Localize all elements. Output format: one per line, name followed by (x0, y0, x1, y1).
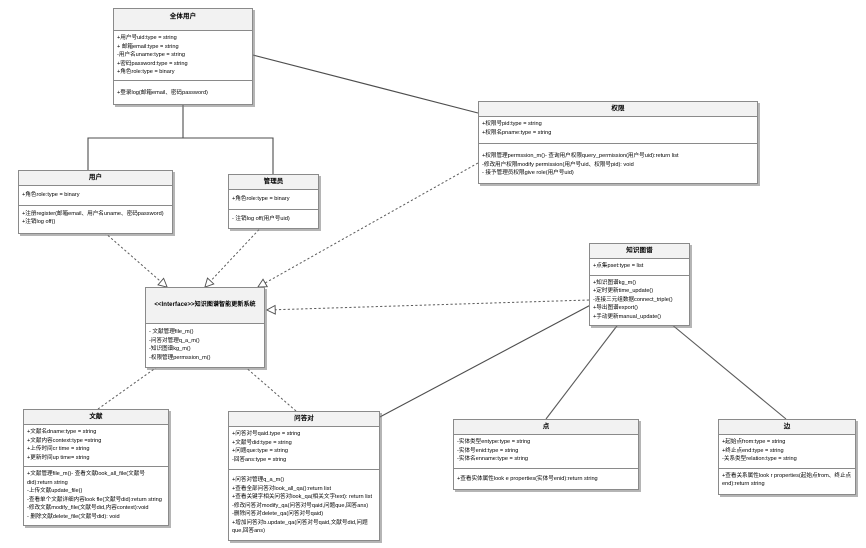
class-methods-node: +查看实体属性look e properties(实体号enid):return… (454, 469, 638, 490)
class-attributes-edge: +起始点from:type = string +终止点end:type = st… (719, 435, 855, 469)
attribute-line: + 邮箱email:type = string (117, 43, 179, 50)
class-attributes-user: +角色role:type = binary (19, 186, 172, 206)
class-box-admin[interactable]: 管理员 +角色role:type = binary - 注销log off(用户… (228, 174, 319, 230)
method-line: - 文献管理file_m() (149, 329, 194, 335)
attribute-line: -实体类型entype:type = string (457, 439, 531, 446)
attribute-line: +用户号uid:type = string (117, 35, 177, 41)
class-methods-admin: - 注销log off(用户号uid) (229, 210, 318, 229)
class-box-user[interactable]: 用户 +角色role:type = binary +注册register(邮箱e… (18, 170, 173, 234)
class-methods-interface: - 文献管理file_m() -问答对管理q_a_m() -知识图谱kg_m()… (146, 324, 264, 367)
attribute-line: +密码password:type = string (117, 60, 188, 67)
class-methods-knowledge-graph: +知识图谱kg_m() +定时更新time_update() -连接三元组数据c… (590, 276, 689, 326)
edge-alluser-permission (252, 54, 479, 114)
method-line: -修改文献modify_file(文献号did,内容context):void (27, 505, 149, 512)
class-attributes-admin: +角色role:type = binary (229, 190, 318, 210)
method-line: +知识图谱kg_m() (593, 279, 637, 286)
class-methods-permission: +权限管理permssion_m()- 查询用户权限query_permissi… (479, 144, 757, 183)
method-line: -权限管理permssion_m() (149, 354, 211, 361)
attribute-line: +问答对号qaid.type = string (232, 431, 301, 438)
class-methods-document: +文献管理file_m()- 查看文献look_all_file(文献号did)… (24, 467, 168, 525)
attribute-line: +终止点end:type = string (722, 447, 784, 454)
method-line: +查看全部问答对look_all_qa():return list (232, 485, 332, 492)
class-attributes-node: -实体类型entype:type = string -实体号enid:type … (454, 435, 638, 469)
class-box-node[interactable]: 点 -实体类型entype:type = string -实体号enid:typ… (453, 419, 639, 491)
method-line: +文献管理file_m()- 查看文献look_all_file(文献号did)… (27, 471, 145, 486)
method-line: +注册register(邮箱email、用户名uname、密码password) (22, 210, 164, 217)
method-line: -删除问答对delete_qa(问答对号qaid) (232, 511, 324, 518)
class-box-alluser[interactable]: 全体用户 +用户号uid:type = string + 邮箱email:typ… (113, 8, 253, 105)
method-line: +查看关键字相关问答对look_qa(相关文字text): return lis… (232, 494, 373, 501)
attribute-line: +文献号did:type = string (232, 439, 292, 446)
class-title-user: 用户 (19, 171, 172, 187)
class-attributes-alluser: +用户号uid:type = string + 邮箱email:type = s… (114, 31, 252, 81)
attribute-line: +角色role:type = binary (22, 192, 80, 199)
attribute-line: +起始点from:type = string (722, 439, 786, 446)
method-line: -问答对管理q_a_m() (149, 337, 200, 344)
method-line: -修改问答对modify_qa(问答对号qaid,问题que,回答ans) (232, 502, 369, 509)
edge-qa-kg (377, 299, 601, 419)
method-line: +增加问答对b.update_qa(问答对号qaid,文献号did,问题que,… (232, 519, 368, 535)
attribute-line: +点集pset:type = list (593, 263, 644, 270)
attribute-line: -回答ans:type = string (232, 456, 287, 463)
method-line: +登录log(邮箱email、密码password) (117, 89, 208, 96)
method-line: +权限管理permssion_m()- 查询用户权限query_permissi… (482, 153, 679, 160)
method-line: - 注销log off(用户号uid) (232, 215, 290, 222)
class-title-document: 文献 (24, 410, 168, 426)
method-line: +注销log off() (22, 219, 56, 226)
class-methods-user: +注册register(邮箱email、用户名uname、密码password)… (19, 206, 172, 233)
attribute-line: +文献名dname:type = string (27, 429, 97, 436)
method-line: +导出图谱export() (593, 305, 638, 312)
method-line: +查看实体属性look e properties(实体号enid):return… (457, 475, 598, 482)
class-box-qa-pair[interactable]: 问答对 +问答对号qaid.type = string +文献号did:type… (228, 411, 380, 541)
method-line: +手动更新manual_update() (593, 313, 661, 320)
class-box-edge[interactable]: 边 +起始点from:type = string +终止点end:type = … (718, 419, 856, 495)
attribute-line: -实体号enid:type = string (457, 447, 519, 454)
attribute-line: -用户名uname:type = string (117, 52, 185, 58)
class-box-permission[interactable]: 权限 +权限号pid:type = string +权限名pname:type … (478, 101, 758, 184)
method-line: +定时更新time_update() (593, 288, 654, 295)
class-box-interface[interactable]: <<Interface>>知识图谱智能更新系统 - 文献管理file_m() -… (145, 287, 265, 368)
class-methods-alluser: +登录log(邮箱email、密码password) (114, 81, 252, 105)
class-methods-edge: +查看关系属性look r properties(起始点from、终止点end)… (719, 469, 855, 494)
class-title-permission: 权限 (479, 102, 757, 118)
class-attributes-qa-pair: +问答对号qaid.type = string +文献号did:type = s… (229, 427, 379, 471)
method-line: -连接三元组数据connect_triple() (593, 296, 673, 303)
attribute-line: -实体名enname:type = string (457, 456, 529, 463)
class-title-knowledge-graph: 知识图谱 (590, 244, 689, 260)
method-line: -修改用户权限modify permission(用户号uid、权限号pid):… (482, 161, 634, 168)
edge-aggregations (545, 313, 787, 420)
class-attributes-knowledge-graph: +点集pset:type = list (590, 259, 689, 276)
edge-generalization-tree (87, 94, 274, 174)
method-line: -查看单个文献详细内容look fle(文献号did):return strin… (27, 496, 162, 503)
class-box-document[interactable]: 文献 +文献名dname:type = string +文献内容context:… (23, 409, 169, 527)
method-line: - 删除文献delete_file(文献号did): void (27, 513, 120, 520)
attribute-line: +角色role:type = binary (232, 196, 290, 203)
class-title-edge: 边 (719, 420, 855, 436)
method-line: -上传文献update_file() (27, 488, 83, 495)
attribute-line: +上传时间cr time = string (27, 446, 90, 453)
class-box-knowledge-graph[interactable]: 知识图谱 +点集pset:type = list +知识图谱kg_m() +定时… (589, 243, 690, 327)
attribute-line: +问题que:type = string (232, 448, 288, 455)
attribute-line: +更新时间up time= string (27, 454, 90, 461)
attribute-line: -关系类型relation:type = string (722, 456, 797, 463)
method-line: -知识图谱kg_m() (149, 346, 191, 352)
attribute-line: +权限号pid:type = string (482, 121, 542, 128)
attribute-line: +角色role:type = binary (117, 69, 175, 75)
class-title-qa-pair: 问答对 (229, 412, 379, 428)
method-line: - 接予管理员权限give role(用户号uid) (482, 170, 574, 177)
class-title-admin: 管理员 (229, 175, 318, 191)
class-attributes-permission: +权限号pid:type = string +权限名pname:type = s… (479, 117, 757, 145)
attribute-line: +权限名pname:type = string (482, 129, 552, 136)
method-line: +查看关系属性look r properties(起始点from、终止点end)… (722, 472, 852, 488)
class-title-interface: <<Interface>>知识图谱智能更新系统 (146, 288, 264, 324)
class-attributes-document: +文献名dname:type = string +文献内容context:typ… (24, 425, 168, 468)
class-title-node: 点 (454, 420, 638, 436)
class-methods-qa-pair: +问答对管理q_a_m() +查看全部问答对look_all_qa():retu… (229, 470, 379, 540)
class-title-alluser: 全体用户 (114, 9, 252, 31)
attribute-line: +文献内容context:type =string (27, 437, 102, 444)
method-line: +问答对管理q_a_m() (232, 477, 285, 484)
